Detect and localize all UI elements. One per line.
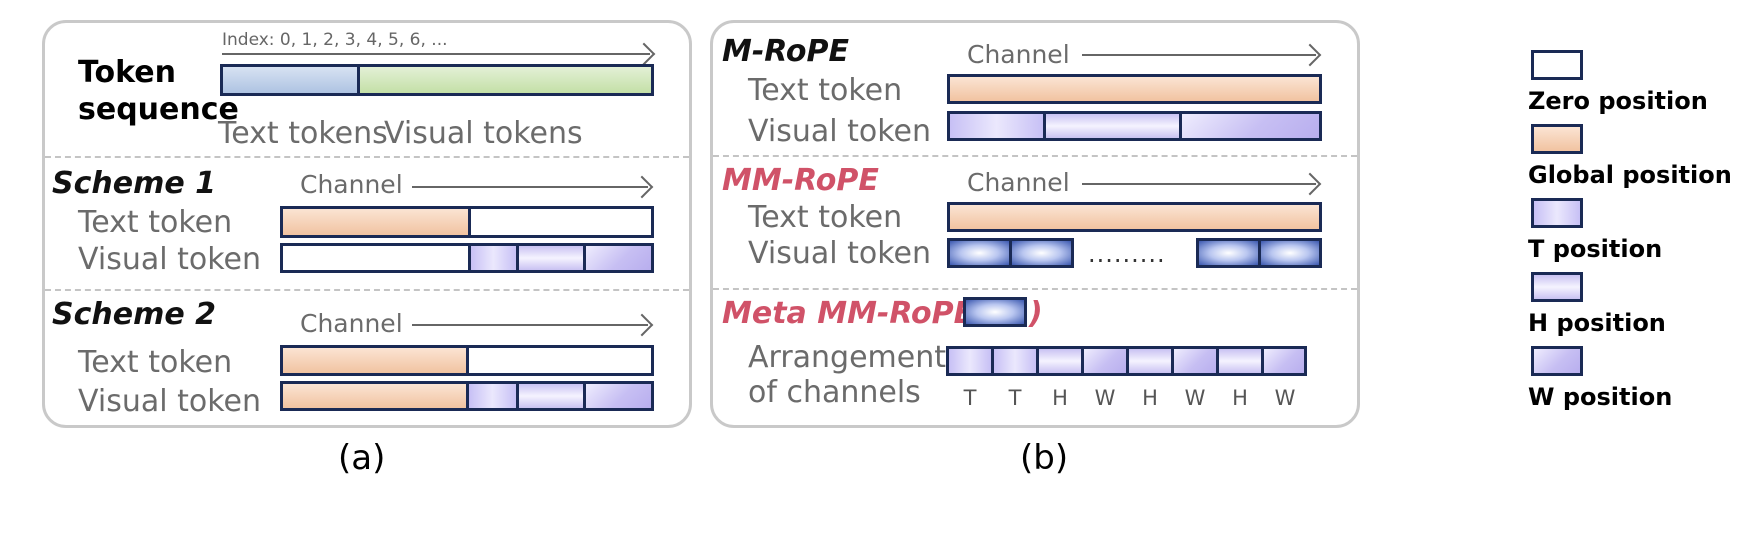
channel-label: W [1274,386,1296,410]
token-sequence-label-line2: sequence [78,92,239,127]
index-arrow [222,53,650,55]
mrope-channel-label: Channel [967,40,1070,69]
scheme2-title: Scheme 2 [52,297,217,332]
mmrope-title: MM-RoPE [722,163,879,198]
t-channel [949,349,994,373]
legend-zero-swatch [1531,50,1583,80]
scheme2-channel-label: Channel [300,309,403,338]
mrope-channel-arrow [1082,54,1316,56]
legend-global-label: Global position [1528,161,1732,189]
visual-tokens-segment [360,67,651,93]
zero-position-segment [283,246,471,270]
scheme1-text-row-label: Text token [78,205,233,240]
meta-channel-icon [963,297,1027,327]
mm-channel-block [1261,241,1319,265]
global-position-segment [283,209,471,235]
legend-t-label: T position [1528,235,1663,263]
h-position-segment [1046,114,1182,138]
scheme1-visual-bar [280,243,654,273]
legend-h-label: H position [1528,309,1666,337]
mmrope-visual-bar-right [1196,238,1322,268]
channel-label: T [1008,386,1022,410]
mm-channel-block [950,241,1012,265]
scheme2-text-row-label: Text token [78,345,233,380]
arrangement-label-line2: of channels [748,375,921,410]
w-position-segment [586,246,651,270]
scheme2-visual-row-label: Visual token [78,384,261,419]
h-position-segment [519,384,586,408]
w-channel [1264,349,1304,373]
scheme2-channel-arrow [412,324,648,326]
w-position-segment [1182,114,1319,138]
arrangement-label-line1: Arrangement [748,340,947,375]
legend-w-swatch [1531,346,1583,376]
mrope-visual-row-label: Visual token [748,114,931,149]
legend-zero-label: Zero position [1528,87,1708,115]
channel-label: H [1142,386,1158,410]
mmrope-text-bar [947,202,1322,232]
legend-global-swatch [1531,124,1583,154]
scheme1-channel-arrow [412,186,648,188]
h-channel [1219,349,1264,373]
mrope-text-bar [947,74,1322,104]
channel-arrangement-bar [946,346,1307,376]
mrope-title: M-RoPE [722,34,850,69]
token-sequence-label-line1: Token [78,55,176,90]
channel-label: W [1184,386,1206,410]
text-tokens-segment [223,67,360,93]
h-channel [1129,349,1174,373]
channel-label: H [1232,386,1248,410]
legend-t-swatch [1531,198,1583,228]
legend-h-swatch [1531,272,1583,302]
global-position-segment [283,384,469,408]
zero-position-segment [471,209,651,235]
channel-label: T [963,386,977,410]
w-channel [1084,349,1129,373]
visual-tokens-label: Visual tokens [384,116,583,151]
channel-label: H [1052,386,1068,410]
mmrope-text-row-label: Text token [748,200,903,235]
t-channel [994,349,1039,373]
divider [45,289,689,291]
mmrope-channel-arrow [1082,183,1316,185]
mrope-visual-bar [947,111,1322,141]
legend-w-label: W position [1528,383,1673,411]
global-position-segment [283,348,469,373]
h-channel [1039,349,1084,373]
mm-channel-block [1012,241,1071,265]
scheme1-visual-row-label: Visual token [78,242,261,277]
scheme1-text-bar [280,206,654,238]
mmrope-visual-row-label: Visual token [748,236,931,271]
mrope-text-row-label: Text token [748,73,903,108]
mmrope-channel-label: Channel [967,168,1070,197]
scheme2-visual-bar [280,381,654,411]
divider [713,288,1357,290]
t-position-segment [469,384,519,408]
meta-mmrope-close-paren: ) [1029,296,1043,331]
token-sequence-bar [220,64,654,96]
caption-a: (a) [338,438,386,478]
channel-label: W [1094,386,1116,410]
scheme1-title: Scheme 1 [52,166,217,201]
zero-position-segment [469,348,651,373]
meta-mmrope-title: Meta MM-RoPE ( [722,296,999,331]
divider [713,155,1357,157]
scheme1-channel-label: Channel [300,170,403,199]
w-channel [1174,349,1219,373]
divider [45,156,689,158]
mmrope-ellipsis: ......... [1088,240,1166,268]
caption-b: (b) [1020,438,1069,478]
scheme2-text-bar [280,345,654,376]
mm-channel-block [1199,241,1261,265]
mmrope-visual-bar-left [947,238,1074,268]
text-tokens-label: Text tokens [218,116,388,151]
w-position-segment [586,384,651,408]
h-position-segment [519,246,586,270]
index-label: Index: 0, 1, 2, 3, 4, 5, 6, ... [222,30,448,50]
t-position-segment [950,114,1046,138]
t-position-segment [471,246,519,270]
